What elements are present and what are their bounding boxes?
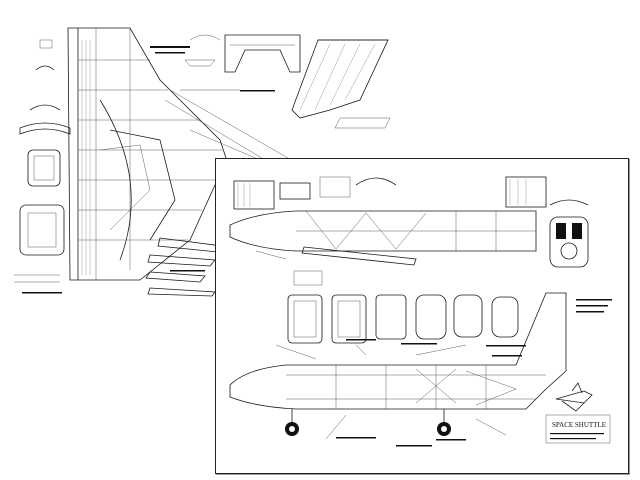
left-part-sketches xyxy=(14,39,71,283)
formers-row xyxy=(287,270,519,344)
sheeting-parts-top xyxy=(233,176,547,210)
fuselage-drawing: SPACE SHUTTLE xyxy=(229,176,612,447)
wing-planform-drawing xyxy=(14,27,391,297)
title-block: SPACE SHUTTLE xyxy=(545,414,611,444)
plan-title: SPACE SHUTTLE xyxy=(552,421,606,429)
plan-sheet-fuselage: SPACE SHUTTLE xyxy=(215,158,629,474)
shuttle-sketch xyxy=(555,382,593,412)
former-sketch-top xyxy=(180,34,301,91)
plan-notes-back xyxy=(22,46,275,294)
landing-gear xyxy=(285,409,451,436)
callout-leaders xyxy=(275,344,507,440)
fuselage-top-view xyxy=(229,210,537,266)
wing-half-planform xyxy=(67,27,231,281)
cross-section-detail xyxy=(549,199,589,268)
fuselage-side-view xyxy=(229,292,567,410)
vertical-fin-part xyxy=(291,39,391,129)
wing-strip-parts xyxy=(145,237,223,297)
plan-notes-front xyxy=(336,299,612,447)
